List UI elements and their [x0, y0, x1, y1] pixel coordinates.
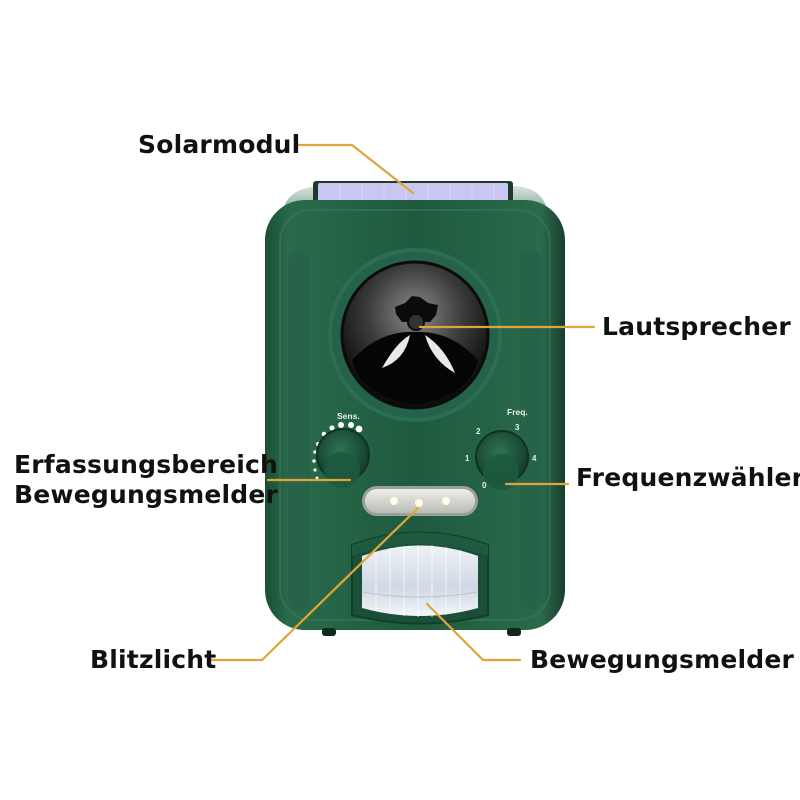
label-erfassungsbereich: Erfassungsbereich Bewegungsmelder: [14, 450, 278, 510]
svg-text:1: 1: [465, 454, 470, 463]
freq-label: Freq.: [507, 407, 528, 417]
speaker: [328, 248, 502, 422]
label-erfassungsbereich-line2: Bewegungsmelder: [14, 480, 279, 509]
svg-text:0: 0: [482, 481, 487, 490]
svg-text:3: 3: [515, 423, 520, 432]
motion-sensor: [351, 531, 489, 625]
svg-text:2: 2: [476, 427, 481, 436]
label-bewegungsmelder: Bewegungsmelder: [530, 645, 795, 674]
label-erfassungsbereich-line1: Erfassungsbereich: [14, 450, 279, 479]
label-frequenzwaehler: Frequenzwähler: [576, 463, 800, 492]
svg-text:4: 4: [532, 454, 537, 463]
frequency-dial[interactable]: Freq. 0 1 2 3 4: [465, 407, 537, 490]
sens-label: Sens.: [337, 411, 360, 421]
label-blitzlicht: Blitzlicht: [90, 645, 217, 674]
frequency-scale: 0 1 2 3 4: [465, 423, 537, 490]
label-solarmodul: Solarmodul: [138, 130, 301, 159]
label-lautsprecher: Lautsprecher: [602, 312, 791, 341]
sensitivity-dial[interactable]: Sens.: [312, 411, 370, 488]
flash-light: [362, 486, 478, 516]
